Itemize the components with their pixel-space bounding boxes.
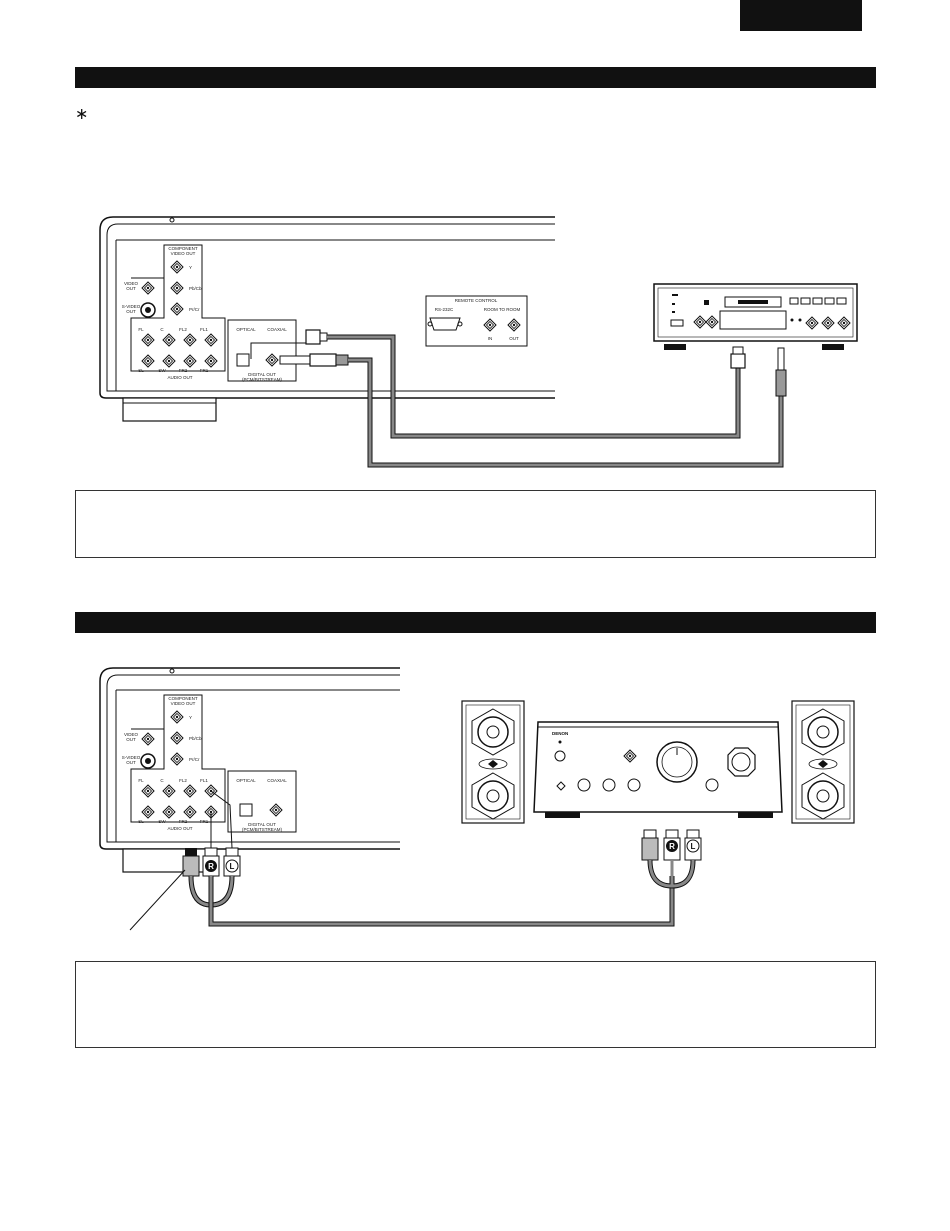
label-fl-2: FL [138,778,144,783]
label-component: COMPONENT [168,246,198,251]
label-sl-2: SL [138,819,144,824]
label-sw-2: SW [158,819,166,824]
label-video-out-2b: VIDEO OUT [171,701,196,706]
label-audio-out: AUDIO OUT [167,375,192,380]
label-c-2: C [160,778,164,783]
label-fr2: FR2 [179,368,188,373]
label-pcm-bitstream: (PCM/BITSTREAM) [242,377,283,382]
label-digital-out-2: DIGITAL OUT [248,822,276,827]
label-svideo: S-VIDEO [122,304,141,309]
label-pcm-bitstream-2: (PCM/BITSTREAM) [242,827,283,832]
label-video-out: VIDEO OUT [171,251,196,256]
right-speaker [791,700,855,824]
label-sw: SW [158,368,166,373]
audio-cable-right: R L [641,829,702,889]
label-audio-out-2: AUDIO OUT [167,826,192,831]
label-fr1: FR1 [200,368,209,373]
label-optical: OPTICAL [236,327,256,332]
label-coaxial-2: COAXIAL [267,778,287,783]
label-pr: Pr/Cr [189,307,200,312]
section1-title-bar [75,67,876,88]
section2-title-bar [75,612,876,633]
label-pb-2: Pb/Cb [189,736,202,741]
label-video-out-2c: OUT [126,737,136,742]
label-fl2: FL2 [179,327,187,332]
language-tab [740,0,862,31]
coaxial-cable [279,347,787,468]
plug-r-left: R [208,862,214,871]
label-fr1-2: FR1 [200,819,209,824]
section2-note-box [75,961,876,1048]
label-fl2-2: FL2 [179,778,187,783]
label-remote-control: REMOTE CONTROL [455,298,498,303]
label-optical-2: OPTICAL [236,778,256,783]
amp-brand: DENON [552,731,568,736]
label-component-2: COMPONENT [168,696,198,701]
plug-l-right: L [691,842,696,851]
amplifier-front: DENON [533,721,783,818]
label-svideo-out-2: OUT [126,760,136,765]
label-c: C [160,327,164,332]
label-sl: SL [138,368,144,373]
label-fl: FL [138,327,144,332]
label-y-2: Y [189,715,192,720]
label-video-out-2: OUT [126,286,136,291]
label-in: IN [488,336,493,341]
label-pr-2: Pr/Cr [189,757,200,762]
label-coaxial: COAXIAL [267,327,287,332]
section1-note-box [75,490,876,558]
label-pb: Pb/Cb [189,286,202,291]
label-fl1-2: FL1 [200,778,208,783]
left-speaker [461,700,525,824]
label-fl1: FL1 [200,327,208,332]
asterisk-mark: ∗ [75,104,89,123]
plug-r-right: R [669,842,675,851]
label-out: OUT [509,336,519,341]
label-video-2: VIDEO [124,732,139,737]
label-fr2-2: FR2 [179,819,188,824]
label-room-to-room: ROOM TO ROOM [484,307,521,312]
label-svideo-out: OUT [126,309,136,314]
optical-cable [250,329,746,439]
label-rs232c: RS-232C [435,307,454,312]
audio-cable-left: R L [129,790,675,931]
label-digital-out: DIGITAL OUT [248,372,276,377]
md-recorder-front [653,283,858,350]
dvd-rear-panel-1: COMPONENT VIDEO OUT Y Pb/Cb Pr/Cr VIDEO … [99,216,555,422]
label-video: VIDEO [124,281,139,286]
label-y: Y [189,265,192,270]
dvd-rear-panel-2: COMPONENT VIDEO OUT Y Pb/Cb Pr/Cr VIDEO … [99,667,400,873]
plug-l-left: L [230,862,235,871]
label-svideo-2: S-VIDEO [122,755,141,760]
